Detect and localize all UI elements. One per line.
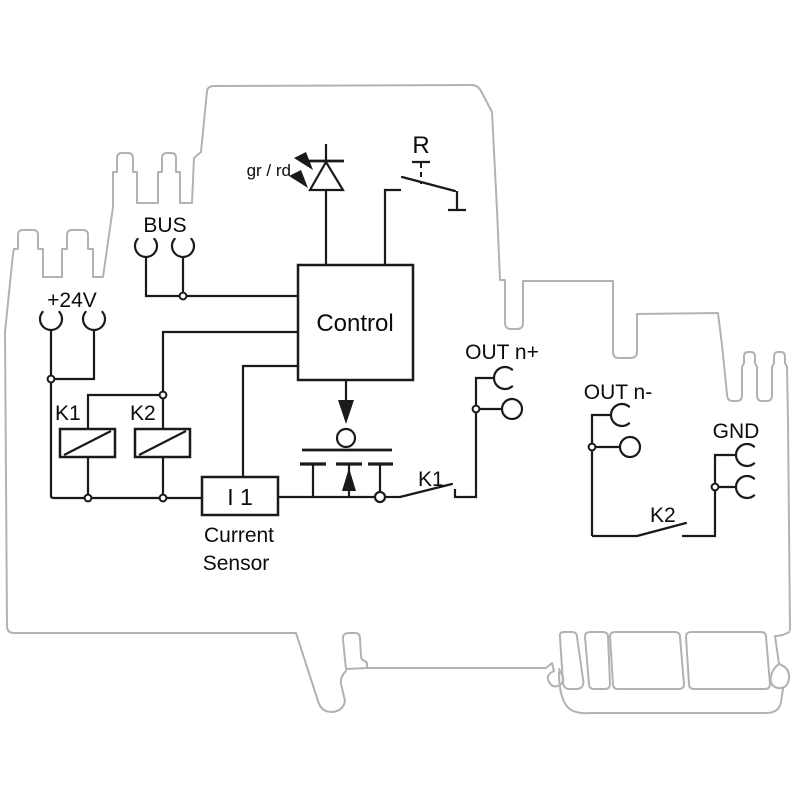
- rail-tray: [558, 671, 784, 715]
- test-socket-icon: [500, 397, 524, 421]
- coil-k2-label: K2: [130, 402, 156, 425]
- reset-label: R: [412, 132, 429, 159]
- bus-label: BUS: [143, 214, 186, 237]
- junction-dot: [710, 482, 720, 492]
- rail-segment-1: [609, 631, 685, 690]
- wire: [144, 257, 298, 298]
- power-terminal-24v: +24V: [38, 289, 202, 500]
- terminal-gnd: GND: [682, 420, 760, 538]
- wire: [51, 330, 96, 381]
- switch-blade: [635, 521, 688, 538]
- coil-k1-label: K1: [55, 402, 81, 425]
- current-input-label: I 1: [227, 484, 253, 510]
- control-box: [296, 263, 415, 382]
- out-minus-label: OUT n-: [584, 381, 652, 404]
- din-rail-top-edge: [366, 662, 565, 688]
- reset-button: R: [383, 132, 466, 265]
- module-housing: [4, 84, 791, 634]
- junction-dot: [471, 404, 481, 414]
- relay-coil-k2: K2: [130, 402, 192, 503]
- led-light-arrow-icon: [289, 170, 308, 188]
- junction-dot: [158, 390, 168, 400]
- junction-dot: [158, 493, 168, 503]
- relay-contact-k2: K2: [592, 504, 688, 538]
- gate-drive-arrow-icon: [338, 400, 354, 424]
- clamp-terminal-icon: [492, 365, 514, 391]
- led-light-arrow-icon: [294, 152, 313, 170]
- housing-outline-path: [4, 84, 791, 634]
- switch-blade: [398, 482, 454, 499]
- coil-diagonal: [63, 430, 112, 456]
- clamp-terminal-icon: [170, 237, 196, 259]
- led-color-label: gr / rd: [247, 161, 291, 180]
- mosfet-switch: [278, 380, 400, 504]
- junction-dot: [46, 374, 56, 384]
- led-diode-icon: [308, 159, 345, 192]
- gate-node-circle: [335, 427, 357, 449]
- rail-clip-1: [558, 631, 585, 690]
- switch-blade: [400, 175, 457, 193]
- wire: [241, 364, 298, 477]
- rail-segment-2: [685, 631, 771, 690]
- current-sensor-caption-2: Sensor: [203, 552, 270, 575]
- clamp-terminal-icon: [734, 474, 756, 500]
- terminal-out-plus: OUT n+: [465, 341, 539, 421]
- wire: [682, 453, 736, 538]
- junction-dot: [178, 291, 188, 301]
- rail-clip-2: [584, 631, 611, 690]
- din-rail-and-foot: [295, 631, 791, 715]
- foot-knob-left: [341, 632, 368, 670]
- control-block: Control: [296, 263, 415, 382]
- terminal-out-minus: OUT n-: [584, 381, 652, 536]
- clamp-terminal-icon: [81, 310, 107, 332]
- led-indicator: gr / rd: [247, 144, 345, 265]
- junction-dot: [83, 493, 93, 503]
- contact-k2-label: K2: [650, 504, 676, 527]
- clamp-terminal-icon: [734, 442, 756, 468]
- bus-terminal: BUS: [133, 214, 298, 301]
- clamp-terminal-icon: [609, 402, 631, 428]
- wire: [590, 413, 611, 536]
- wire: [453, 376, 494, 499]
- drain-junction-circle: [373, 490, 387, 504]
- clamp-terminal-icon: [133, 237, 159, 259]
- foot-hook-left: [295, 632, 347, 713]
- coil-diagonal: [138, 430, 187, 456]
- test-socket-icon: [618, 435, 642, 459]
- out-plus-label: OUT n+: [465, 341, 539, 364]
- clamp-terminal-icon: [38, 310, 64, 332]
- gnd-label: GND: [713, 420, 760, 443]
- current-sensor-block: I 1 Current Sensor: [200, 475, 280, 575]
- relay-contact-k1: K1: [398, 376, 494, 499]
- contact-k1-label: K1: [418, 468, 444, 491]
- current-sensor-box: [200, 475, 280, 517]
- power-label: +24V: [47, 289, 97, 312]
- control-label: Control: [316, 310, 393, 337]
- foot-hook-right: [769, 631, 791, 690]
- current-sensor-caption-1: Current: [204, 524, 274, 547]
- body-arrow-icon: [342, 468, 356, 491]
- wire: [49, 330, 202, 500]
- relay-coil-k1: K1: [55, 402, 117, 503]
- wire: [383, 188, 401, 265]
- wire: [86, 393, 163, 429]
- wire: [161, 330, 298, 429]
- junction-dot: [587, 442, 597, 452]
- control-wiring: [86, 330, 298, 477]
